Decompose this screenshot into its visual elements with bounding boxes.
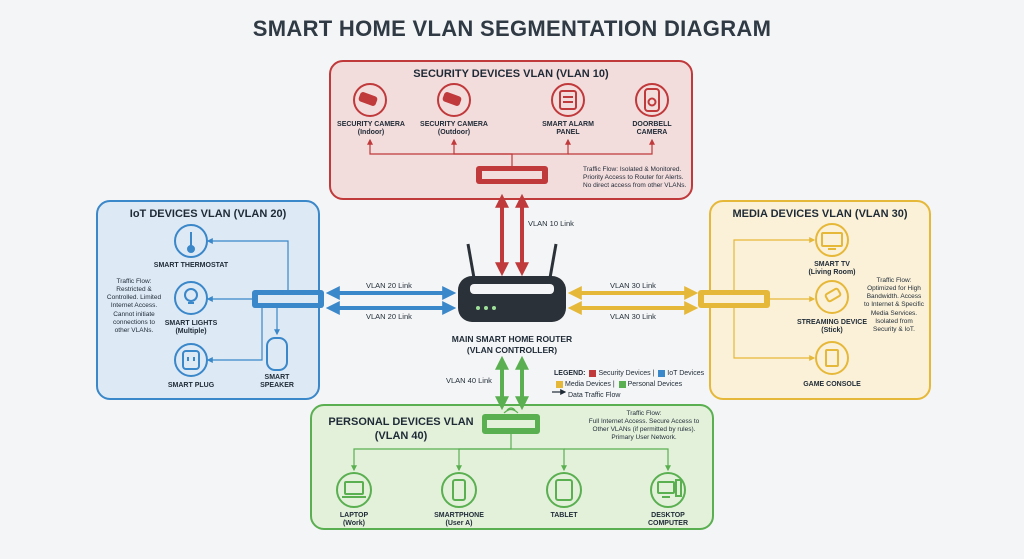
security-switch bbox=[476, 166, 548, 184]
device-label: SMART TV(Living Room) bbox=[808, 261, 856, 277]
legend-iot-label: IoT Devices bbox=[667, 370, 705, 377]
device-label: SMART LIGHTS(Multiple) bbox=[164, 320, 218, 336]
personal-traffic-note: Traffic Flow:Full Internet Access. Secur… bbox=[588, 410, 700, 442]
vlan40-link-label: VLAN 40 Link bbox=[446, 376, 492, 385]
media-vlan-title: MEDIA DEVICES VLAN (VLAN 30) bbox=[732, 208, 908, 220]
speaker-icon bbox=[266, 337, 288, 371]
vlan10-link-label: VLAN 10 Link bbox=[528, 219, 574, 228]
personal-vlan-title: PERSONAL DEVICES VLAN (VLAN 40) bbox=[326, 416, 476, 444]
device-label: SECURITY CAMERA(Outdoor) bbox=[420, 121, 488, 137]
laptop-icon bbox=[336, 472, 372, 508]
legend-media-label: Media Devices | bbox=[565, 381, 615, 389]
device-label: SMARTPHONE(User A) bbox=[434, 512, 484, 528]
device-label: SMART THERMOSTAT bbox=[153, 262, 229, 269]
iot-traffic-note: Traffic Flow:Restricted &Controlled. Lim… bbox=[106, 278, 162, 334]
tv-icon bbox=[815, 223, 849, 257]
device-label: LAPTOP(Work) bbox=[339, 512, 369, 528]
security-traffic-note: Traffic Flow: Isolated & Monitored.Prior… bbox=[583, 166, 687, 190]
device-label: SMART PLUG bbox=[167, 382, 215, 389]
legend-security-swatch bbox=[589, 369, 597, 377]
personal-vlan-title-line1: PERSONAL DEVICES VLAN bbox=[328, 416, 474, 428]
legend-personal-swatch bbox=[618, 380, 626, 388]
plug-icon bbox=[174, 343, 208, 377]
desktop-icon bbox=[650, 472, 686, 508]
device-label: TABLET bbox=[550, 512, 578, 519]
device-label: STREAMING DEVICE(Stick) bbox=[796, 319, 867, 335]
legend: LEGEND: Security Devices | IoT Devices M… bbox=[554, 368, 704, 402]
doorbell-icon bbox=[635, 83, 669, 117]
legend-security-label: Security Devices | bbox=[598, 370, 655, 377]
personal-vlan-zone: PERSONAL DEVICES VLAN (VLAN 40) bbox=[310, 404, 714, 530]
security-vlan-title: SECURITY DEVICES VLAN (VLAN 10) bbox=[413, 68, 609, 80]
security-camera-indoor-icon bbox=[353, 83, 387, 117]
legend-iot-swatch bbox=[658, 369, 666, 377]
alarm-panel-icon bbox=[551, 83, 585, 117]
stick-icon bbox=[815, 280, 849, 314]
vlan20-link-label: VLAN 20 Link bbox=[366, 312, 412, 321]
iot-vlan-title: IoT DEVICES VLAN (VLAN 20) bbox=[129, 208, 287, 220]
vlan20-link-label: VLAN 20 Link bbox=[366, 281, 412, 290]
router-label: MAIN SMART HOME ROUTER(VLAN CONTROLLER) bbox=[451, 334, 573, 355]
personal-switch bbox=[482, 407, 540, 434]
console-icon bbox=[815, 341, 849, 375]
legend-flow-label: Data Traffic Flow bbox=[568, 392, 621, 400]
personal-vlan-title-line2: (VLAN 40) bbox=[374, 429, 428, 442]
router-icon bbox=[458, 243, 566, 322]
legend-media-swatch bbox=[556, 380, 563, 388]
diagram-title: SMART HOME VLAN SEGMENTATION DIAGRAM bbox=[252, 16, 772, 41]
vlan30-link-label: VLAN 30 Link bbox=[610, 281, 656, 290]
media-switch bbox=[698, 290, 770, 308]
legend-title: LEGEND: bbox=[554, 370, 586, 377]
device-label: GAME CONSOLE bbox=[803, 381, 861, 388]
vlan30-link-label: VLAN 30 Link bbox=[610, 312, 656, 321]
device-label: SECURITY CAMERA(Indoor) bbox=[337, 121, 405, 137]
phone-icon bbox=[441, 472, 477, 508]
legend-personal-label: Personal Devices bbox=[627, 381, 683, 389]
bulb-icon bbox=[174, 281, 208, 315]
tablet-icon bbox=[546, 472, 582, 508]
security-camera-outdoor-icon bbox=[437, 83, 471, 117]
iot-switch bbox=[252, 290, 324, 308]
thermostat-icon bbox=[174, 224, 208, 258]
